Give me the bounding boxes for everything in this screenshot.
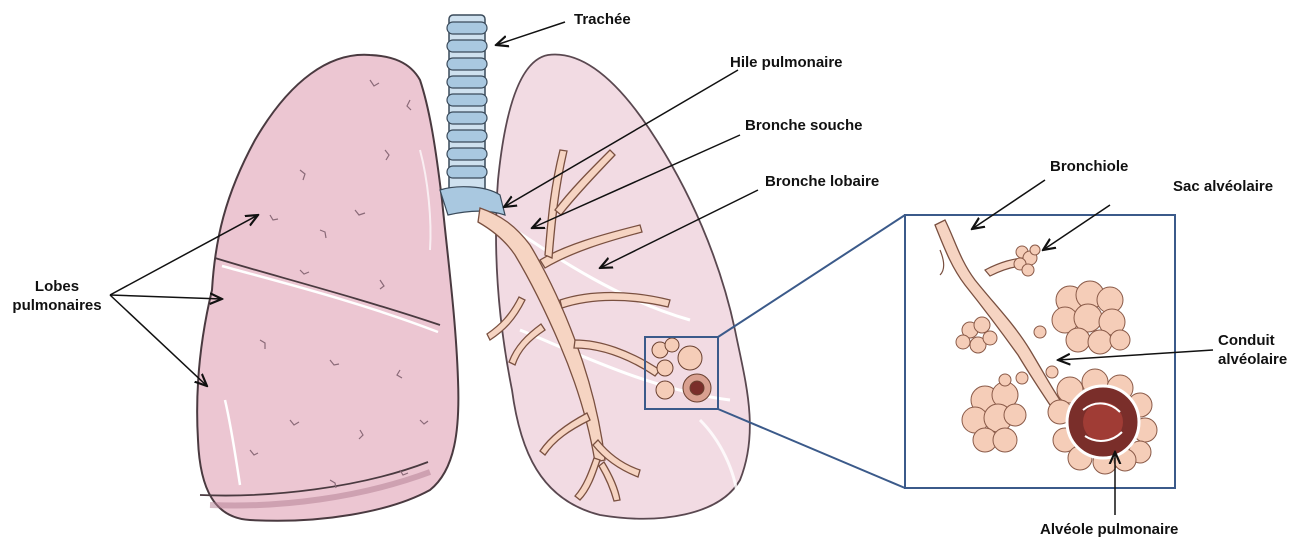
label-trachee: Trachée [574, 10, 631, 29]
label-hile-pulmonaire: Hile pulmonaire [730, 53, 843, 72]
alveoli-zoom-icon [935, 220, 1157, 474]
label-sac-alveolaire: Sac alvéolaire [1173, 177, 1273, 196]
arrow-lobes-3 [110, 295, 207, 386]
left-lung [197, 55, 458, 521]
label-conduit-line2: alvéolaire [1218, 350, 1287, 369]
arrow-bronchiole [972, 180, 1045, 229]
label-lobes-line1: Lobes [8, 277, 106, 296]
label-lobes-line2: pulmonaires [8, 296, 106, 315]
label-lobes-pulmonaires: Lobes pulmonaires [8, 277, 106, 315]
label-alveole-pulmonaire: Alvéole pulmonaire [1040, 520, 1178, 539]
label-conduit-line1: Conduit [1218, 331, 1287, 350]
label-conduit-alveolaire: Conduit alvéolaire [1218, 331, 1287, 369]
arrow-sac [1043, 205, 1110, 250]
label-bronche-souche: Bronche souche [745, 116, 863, 135]
arrow-lobes-2 [110, 295, 222, 299]
lung-left-icon [197, 55, 458, 521]
trachea-icon [440, 15, 505, 215]
label-bronche-lobaire: Bronche lobaire [765, 172, 879, 191]
arrow-trachee [496, 22, 565, 45]
label-bronchiole: Bronchiole [1050, 157, 1128, 176]
